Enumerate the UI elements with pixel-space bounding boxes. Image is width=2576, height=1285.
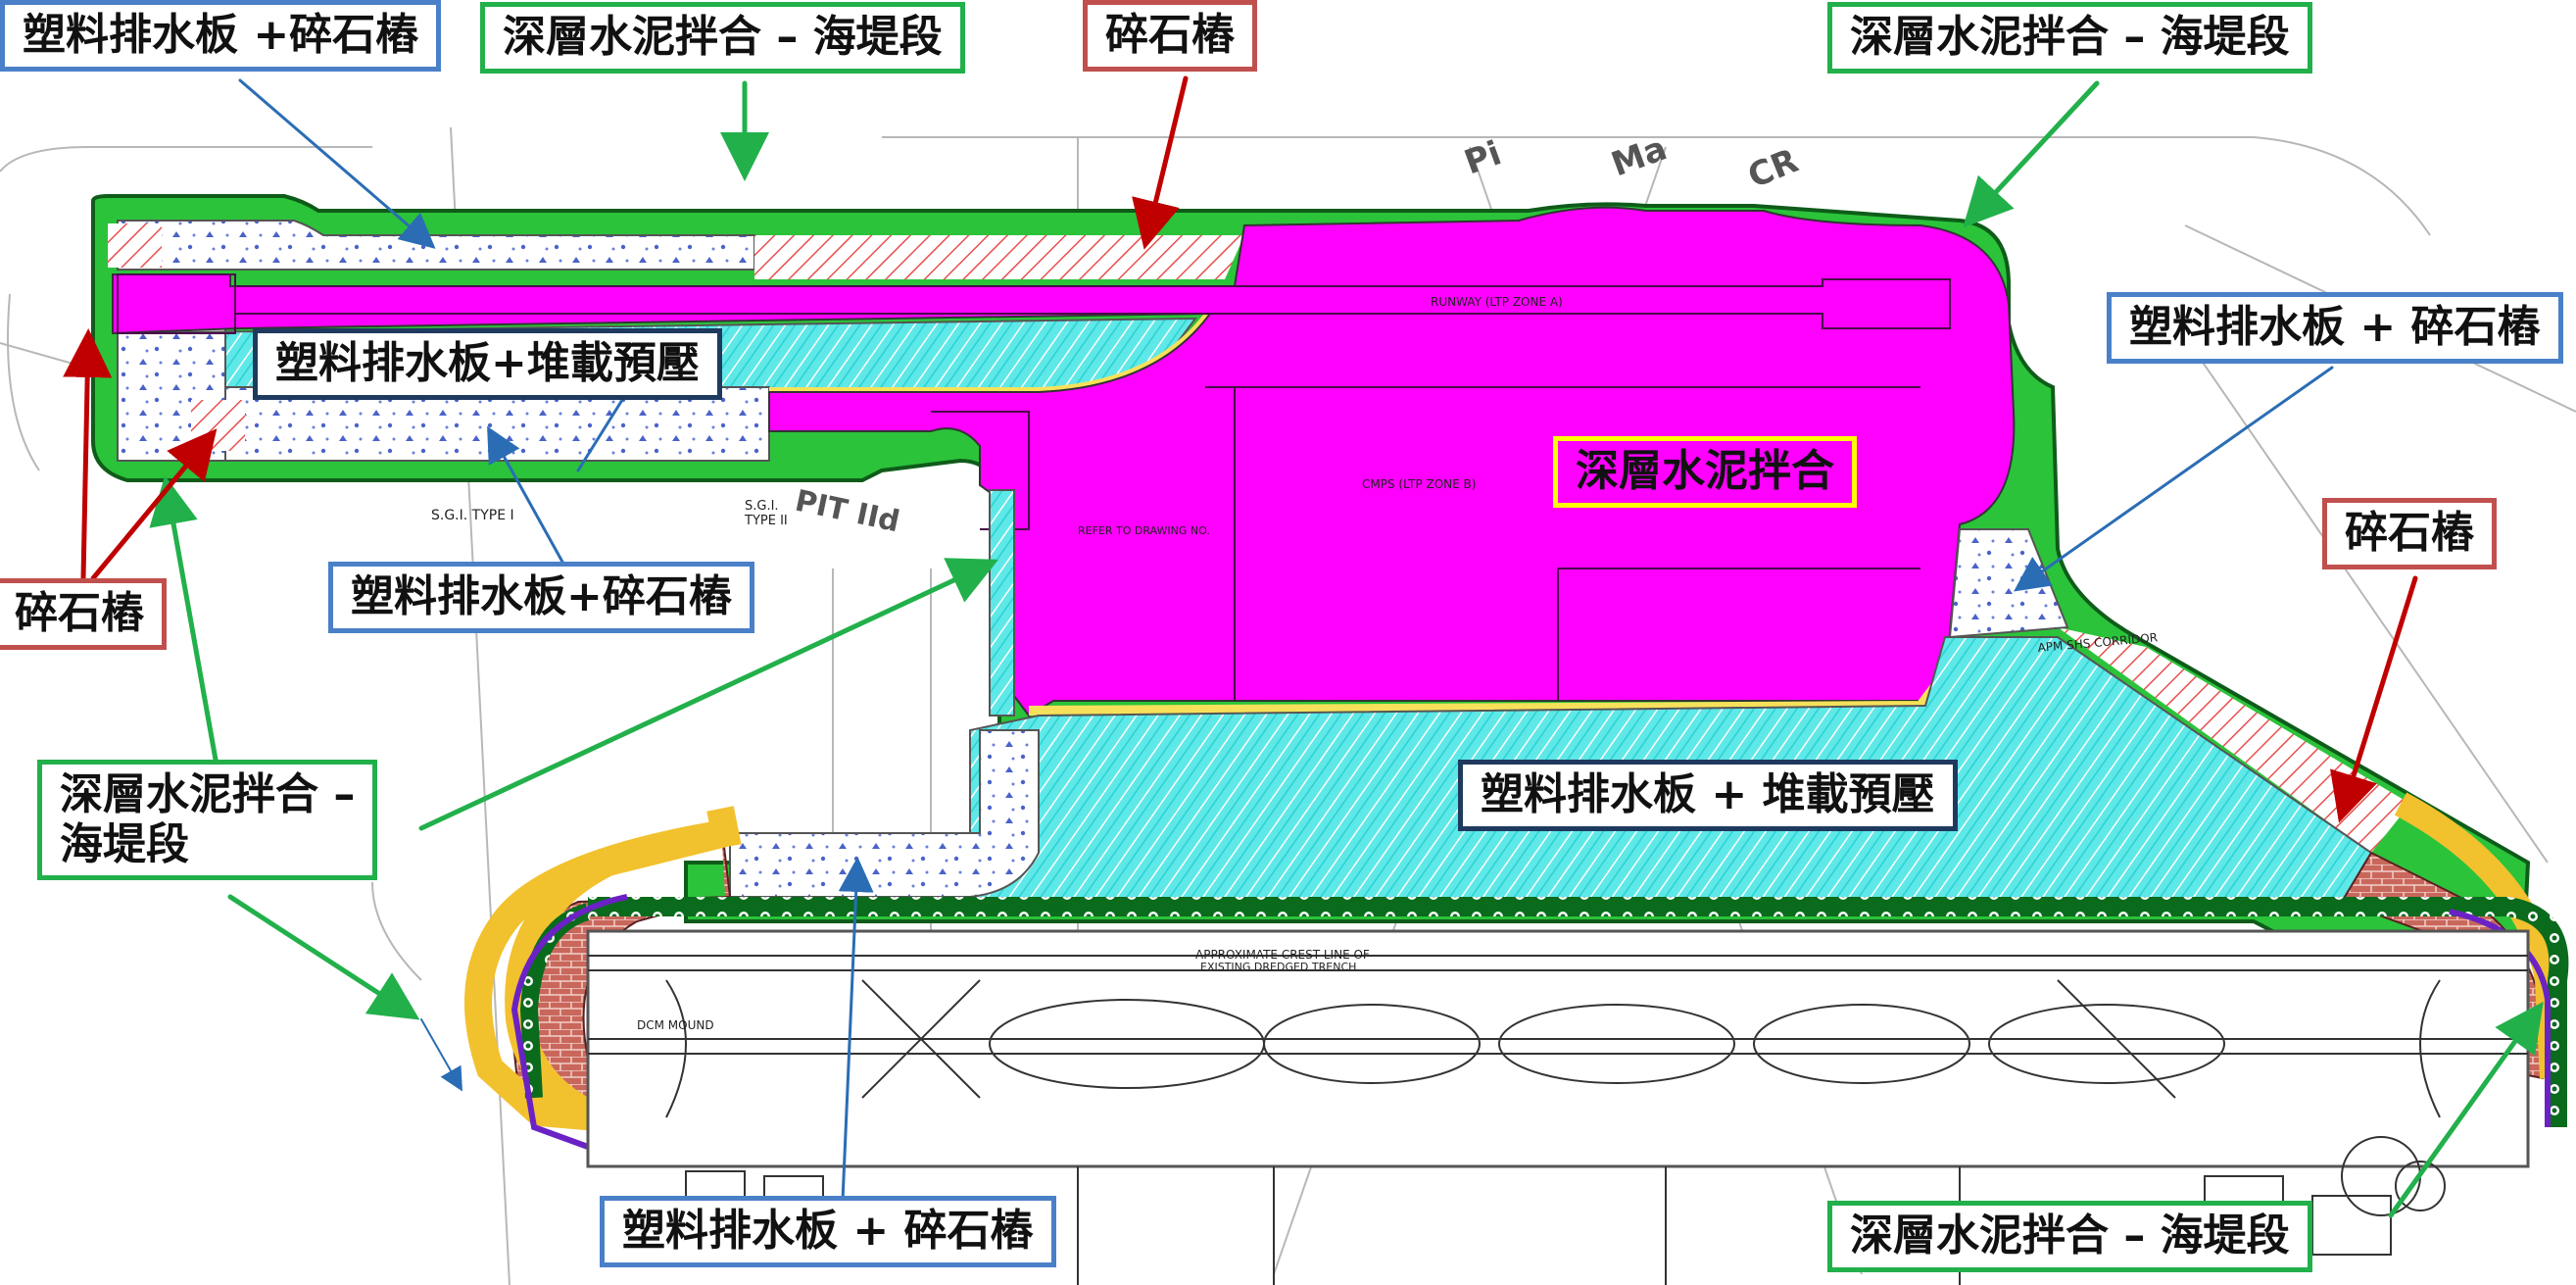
zone-stone-column-sw bbox=[191, 400, 245, 451]
label-pvd-surcharge-south: 塑料排水板 + 堆載預壓 bbox=[1458, 760, 1958, 831]
zone-cyan-vertical bbox=[989, 489, 1015, 717]
label-dcm-center: 深層水泥拌合 bbox=[1553, 436, 1857, 508]
arrow-dcm-left-c bbox=[227, 894, 420, 1020]
seawall-dotted-band bbox=[588, 897, 2569, 1127]
zone-pvd-stone-east bbox=[1948, 528, 2069, 639]
sgi-type1-text: S.G.I. TYPE I bbox=[431, 508, 514, 523]
zone-stone-column-nw bbox=[108, 223, 162, 268]
dcm-note-text: DCM MOUND bbox=[637, 1018, 714, 1032]
label-dcm-seawall-top-center: 深層水泥拌合 – 海堤段 bbox=[480, 2, 965, 74]
label-dcm-seawall-left: 深層水泥拌合 – 海堤段 bbox=[37, 760, 378, 881]
cmps-text: CMPS (LTP ZONE B) bbox=[1362, 477, 1476, 491]
label-dcm-seawall-left-line1: 深層水泥拌合 – bbox=[60, 769, 356, 819]
zone-seawall-rock-east bbox=[2394, 792, 2565, 1079]
pit-text: PIT IId bbox=[792, 484, 902, 540]
label-stone-column-left: 碎石樁 bbox=[0, 578, 167, 650]
label-stone-column-right: 碎石樁 bbox=[2322, 498, 2497, 569]
label-pvd-stone-top-left: 塑料排水板 +碎石樁 bbox=[0, 0, 442, 72]
label-dcm-seawall-left-line2: 海堤段 bbox=[60, 818, 189, 869]
existing-apron-drawing bbox=[586, 929, 2530, 1285]
sgi-type2a-text: S.G.I. bbox=[745, 499, 779, 514]
label-stone-column-top: 碎石樁 bbox=[1083, 0, 1257, 72]
zone-deep-cement-mixing bbox=[112, 206, 2016, 717]
arrow-pvd-stone-right bbox=[2014, 366, 2334, 592]
zone-stone-column-east bbox=[2058, 627, 2410, 853]
arrow-stone-left-b bbox=[90, 428, 218, 581]
arrow-dcm-bottom-right bbox=[2388, 1001, 2544, 1218]
label-dcm-seawall-bottom-right: 深層水泥拌合 – 海堤段 bbox=[1827, 1201, 2312, 1272]
zone-stone-column-top bbox=[754, 235, 1244, 279]
refer-text: REFER TO DRAWING NO. bbox=[1078, 524, 1210, 537]
crest2-text: EXISTING DREDGED TRENCH bbox=[1200, 961, 1356, 973]
label-dcm-seawall-top-right: 深層水泥拌合 – 海堤段 bbox=[1827, 2, 2312, 74]
arrow-stone-top bbox=[1132, 75, 1189, 250]
arrow-pvd-stone-west-tail bbox=[420, 1018, 462, 1092]
pi-text: Pi bbox=[1459, 133, 1506, 182]
label-pvd-surcharge-west: 塑料排水板+堆載預壓 bbox=[253, 328, 722, 400]
arrow-dcm-left-b bbox=[418, 558, 999, 831]
arrow-dcm-left-a bbox=[149, 475, 219, 763]
arrow-stone-left-a bbox=[63, 328, 113, 581]
zone-seawall-rock-west bbox=[464, 806, 742, 1131]
arrow-stone-right bbox=[2330, 575, 2418, 823]
crest-text: APPROXIMATE CREST LINE OF bbox=[1195, 948, 1370, 962]
cr-text: CR bbox=[1742, 141, 1803, 196]
zone-pvd-stone-south bbox=[729, 729, 1040, 898]
label-pvd-stone-right: 塑料排水板 + 碎石樁 bbox=[2107, 292, 2563, 364]
callout-arrows bbox=[63, 75, 2544, 1218]
label-pvd-stone-bottom: 塑料排水板 + 碎石樁 bbox=[600, 1196, 1056, 1267]
sgi-type2b-text: TYPE II bbox=[744, 514, 788, 528]
runway-text: RUNWAY (LTP ZONE A) bbox=[1431, 295, 1563, 309]
label-pvd-stone-mid-left: 塑料排水板+碎石樁 bbox=[328, 562, 754, 633]
runway-outline bbox=[117, 273, 1951, 701]
arrow-dcm-top-right bbox=[1963, 80, 2100, 228]
arrow-pvd-stone-mid bbox=[487, 425, 565, 566]
arrow-pvd-stone-bottom bbox=[838, 857, 874, 1203]
arrow-pvd-surcharge-west bbox=[576, 390, 629, 472]
arrow-pvd-stone-top-left bbox=[238, 78, 436, 249]
